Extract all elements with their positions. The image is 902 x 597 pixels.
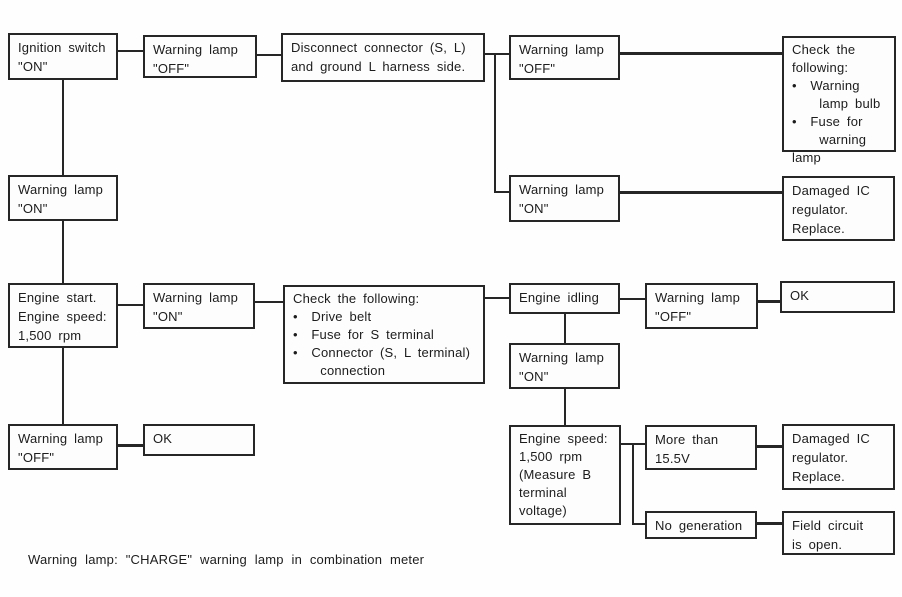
connector-lampoff1-to-disconnect xyxy=(257,54,281,56)
connector-engine-start-to-lampon-mid xyxy=(118,304,143,306)
flowchart-box-damaged-ic-regulator-2: Damaged IC regulator. Replace. xyxy=(782,424,895,490)
flowchart-box-warning-lamp-on-idle: Warning lamp "ON" xyxy=(509,343,620,389)
flowchart-box-ok-top: OK xyxy=(780,281,895,313)
flowchart-box-engine-start: Engine start. Engine speed: 1,500 rpm xyxy=(8,283,118,348)
connector-branch-vertical-bottom xyxy=(632,443,634,525)
flowchart-box-ignition-switch: Ignition switch "ON" xyxy=(8,33,118,80)
connector-disconnect-to-lampoff2 xyxy=(485,53,509,55)
connector-lampon-to-damaged1 xyxy=(620,191,782,194)
flowchart-box-engine-speed-measure: Engine speed: 1,500 rpm (Measure B termi… xyxy=(509,425,621,525)
flowchart-box-more-than-155v: More than 15.5V xyxy=(645,425,757,470)
connector-branch-to-no-generation xyxy=(632,523,645,525)
flowchart-box-ok-bottom: OK xyxy=(143,424,255,456)
connector-engine-start-to-lampoff-bottom xyxy=(62,348,64,424)
flowchart-box-warning-lamp-off-1: Warning lamp "OFF" xyxy=(143,35,257,78)
flowchart-box-check-warning-lamp: Check the following: • Warning lamp bulb… xyxy=(782,36,896,165)
flowchart-box-check-drive-belt: Check the following: • Drive belt • Fuse… xyxy=(283,285,485,384)
connector-lampoff-mid-to-ok xyxy=(758,300,782,303)
flowchart-box-field-circuit-open: Field circuit is open. xyxy=(782,511,895,555)
flowchart-box-warning-lamp-off-2: Warning lamp "OFF" xyxy=(509,35,620,80)
connector-branch-to-lampon xyxy=(494,191,509,193)
connector-lampon-mid-to-check2 xyxy=(255,301,283,303)
flowchart-box-warning-lamp-on-left: Warning lamp "ON" xyxy=(8,175,118,221)
connector-branch-vertical-top xyxy=(494,53,496,193)
connector-ignition-to-lampoff1 xyxy=(118,50,143,52)
connector-idling-to-lampon-idle xyxy=(564,314,566,343)
flowchart-box-warning-lamp-on-branch: Warning lamp "ON" xyxy=(509,175,620,222)
connector-lampon-left-to-engine-start xyxy=(62,221,64,283)
connector-idling-to-lampoff-mid xyxy=(620,298,645,300)
flowchart-box-disconnect-connector: Disconnect connector (S, L) and ground L… xyxy=(281,33,485,82)
connector-ignition-to-lampon-left xyxy=(62,80,64,175)
flowchart-box-no-generation: No generation xyxy=(645,511,757,539)
connector-check2-to-idling xyxy=(485,297,509,299)
footnote-warning-lamp-definition: Warning lamp: "CHARGE" warning lamp in c… xyxy=(28,552,425,567)
connector-lampon-idle-to-engine-speed xyxy=(564,389,566,425)
flowchart-box-warning-lamp-on-mid: Warning lamp "ON" xyxy=(143,283,255,329)
flowchart-box-damaged-ic-regulator-1: Damaged IC regulator. Replace. xyxy=(782,176,895,241)
connector-lampoff-bottom-to-ok xyxy=(118,444,143,447)
flowchart-box-warning-lamp-off-mid: Warning lamp "OFF" xyxy=(645,283,758,329)
connector-morethan-to-damaged2 xyxy=(757,445,782,448)
flowchart-box-engine-idling: Engine idling xyxy=(509,283,620,314)
flowchart-box-warning-lamp-off-bottom: Warning lamp "OFF" xyxy=(8,424,118,470)
connector-no-generation-to-field-circuit xyxy=(757,522,782,525)
connector-lampoff2-to-check xyxy=(620,52,782,55)
